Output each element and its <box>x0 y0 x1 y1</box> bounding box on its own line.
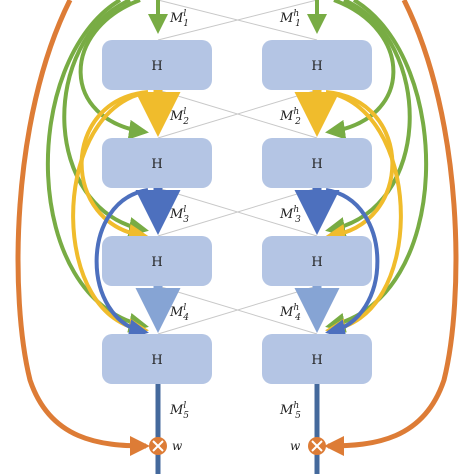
h-block: H <box>262 334 372 384</box>
h-block: H <box>102 138 212 188</box>
h-block: H <box>102 40 212 90</box>
orange-path-right <box>324 0 459 456</box>
multiply-node-left <box>149 437 167 455</box>
svg-text:H: H <box>311 353 322 368</box>
multiply-node-right <box>308 437 326 455</box>
svg-text:H: H <box>151 59 162 74</box>
h-block: H <box>102 236 212 286</box>
weight-label-left: w <box>172 439 183 453</box>
svg-text:H: H <box>311 255 322 270</box>
stage-arrows <box>135 0 340 333</box>
yellow-connections <box>71 90 403 339</box>
weight-label-right: w <box>290 439 301 453</box>
svg-text:H: H <box>151 255 162 270</box>
output-trunks <box>155 384 320 474</box>
svg-text:H: H <box>311 59 322 74</box>
h-block: H <box>262 236 372 286</box>
multiply-icon <box>311 440 323 452</box>
h-blocks: H H H H H H H H <box>102 40 372 384</box>
h-block: H <box>262 138 372 188</box>
svg-text:H: H <box>311 157 322 172</box>
cross-connections <box>157 0 318 335</box>
svg-text:H: H <box>151 157 162 172</box>
svg-text:H: H <box>151 353 162 368</box>
orange-skip-paths <box>15 0 459 456</box>
orange-path-left <box>15 0 150 456</box>
h-block: H <box>262 40 372 90</box>
blue-connections <box>94 188 380 339</box>
h-block: H <box>102 334 212 384</box>
multiply-icon <box>152 440 164 452</box>
